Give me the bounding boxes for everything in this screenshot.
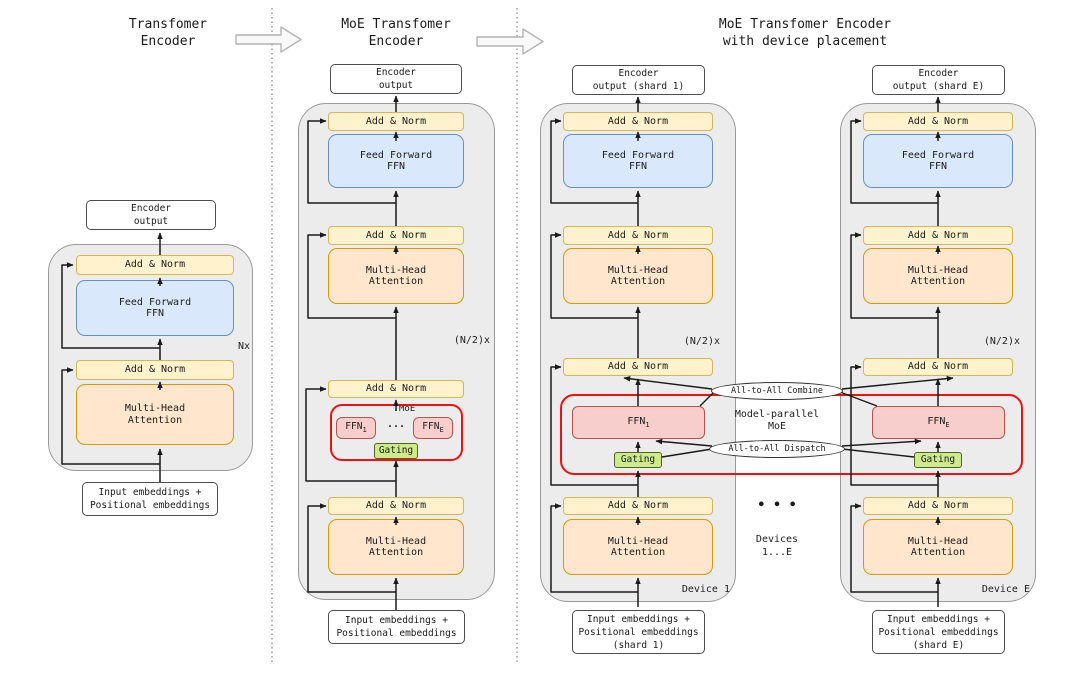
add-norm-box: Add & Norm	[328, 380, 464, 398]
add-norm-box: Add & Norm	[563, 358, 713, 376]
add-norm-box: Add & Norm	[563, 497, 713, 515]
deviceE-label: Device E	[981, 584, 1030, 595]
device1-label: Device 1	[681, 584, 730, 595]
n-half-x-label: (N/2)x	[453, 335, 490, 346]
input-embeddings-shardE-box: Input embeddings +Positional embeddings(…	[872, 610, 1005, 654]
n-half-x-label: (N/2)x	[683, 336, 720, 347]
add-norm-box: Add & Norm	[863, 112, 1013, 131]
add-norm-box: Add & Norm	[76, 360, 234, 380]
panel-title-moe-device-placement: MoE Transfomer Encoder with device place…	[718, 17, 892, 49]
nx-label: Nx	[237, 341, 250, 352]
add-norm-box: Add & Norm	[863, 497, 1013, 515]
panel-title-transformer: Transfomer Encoder	[128, 17, 208, 49]
n-half-x-label: (N/2)x	[983, 336, 1020, 347]
add-norm-box: Add & Norm	[563, 112, 713, 131]
input-embeddings-shard1-box: Input embeddings +Positional embeddings(…	[572, 610, 705, 654]
add-norm-box: Add & Norm	[328, 497, 464, 515]
input-embeddings-box: Input embeddings +Positional embeddings	[82, 482, 218, 516]
add-norm-box: Add & Norm	[563, 226, 713, 245]
add-norm-box: Add & Norm	[76, 255, 234, 275]
add-norm-box: Add & Norm	[863, 358, 1013, 376]
add-norm-box: Add & Norm	[328, 226, 464, 245]
moe-ellipsis: ...	[386, 419, 406, 430]
devices-ellipsis: • • •	[757, 498, 797, 513]
add-norm-box: Add & Norm	[328, 112, 464, 131]
all-to-all-dispatch-ellipse: All-to-All Dispatch	[709, 440, 845, 458]
moe-outline	[330, 404, 463, 461]
moe-label: MoE	[399, 404, 416, 414]
add-norm-box: Add & Norm	[863, 226, 1013, 245]
model-parallel-moe-outline	[560, 394, 1023, 475]
panel-title-moe: MoE Transfomer Encoder	[341, 17, 451, 49]
all-to-all-combine-ellipse: All-to-All Combine	[711, 382, 843, 400]
moe-ffnE-box: FFNE	[413, 417, 453, 439]
input-embeddings-box: Input embeddings +Positional embeddings	[328, 610, 465, 644]
